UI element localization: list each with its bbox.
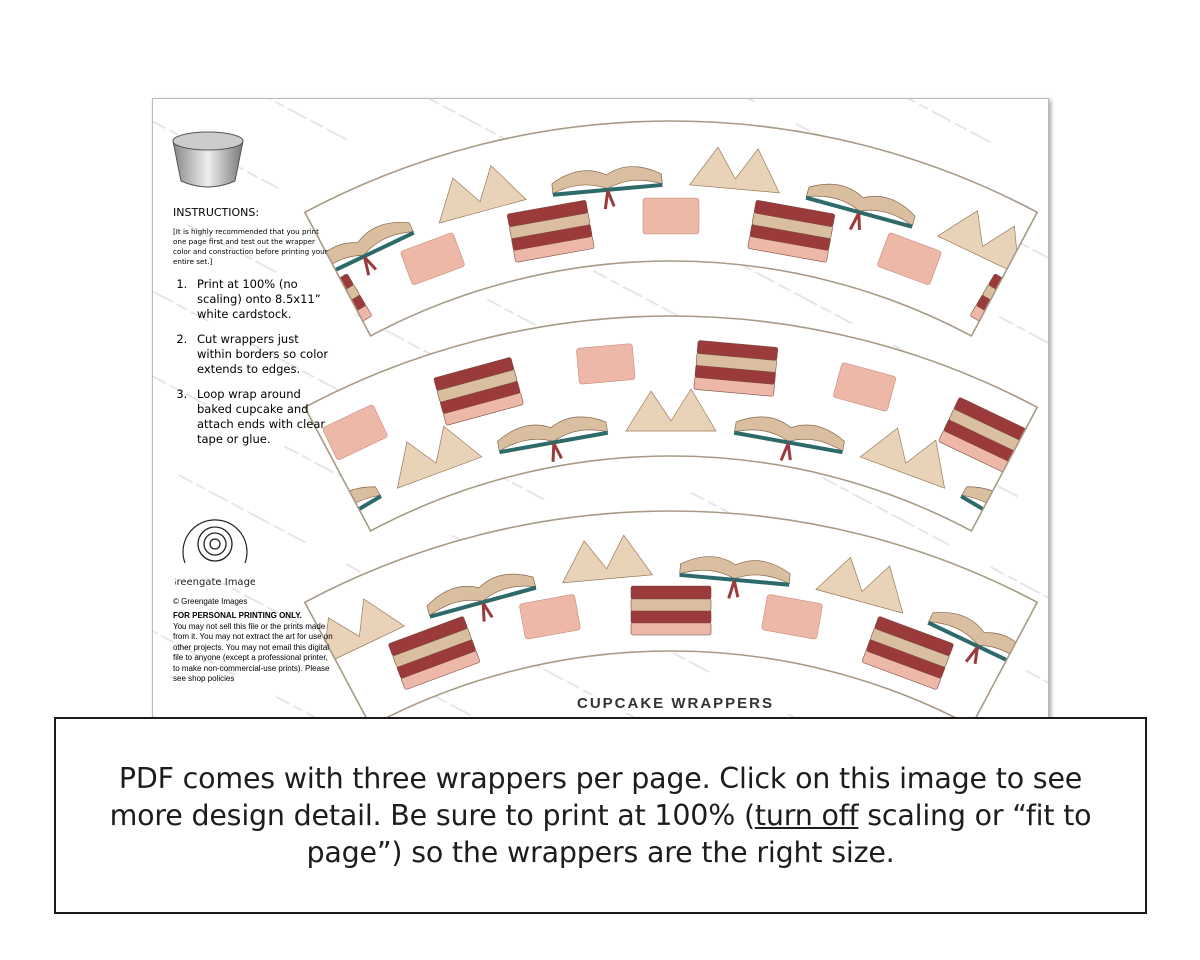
book-illustration	[388, 616, 480, 690]
wrapper-cut-line	[303, 120, 1039, 337]
book-illustration	[438, 164, 527, 224]
book-illustration	[693, 340, 778, 397]
book-illustration	[625, 388, 717, 432]
instructions-steps: Print at 100% (no scaling) onto 8.5x11” …	[173, 277, 331, 457]
book-illustration	[862, 616, 954, 690]
book-illustration	[322, 404, 388, 460]
book-illustration	[433, 357, 524, 426]
book-illustration	[815, 556, 904, 614]
sheet-footer-title: CUPCAKE WRAPPERS	[573, 695, 779, 713]
wrapper-cut-line	[303, 510, 1039, 718]
book-illustration	[833, 362, 896, 412]
book-illustration	[761, 594, 823, 640]
book-illustration	[936, 210, 1020, 276]
book-illustration	[733, 416, 845, 462]
book-illustration	[309, 221, 415, 282]
book-illustration	[426, 573, 537, 622]
cupcake-wrapper-icon	[172, 131, 244, 188]
turn-off-link: turn off	[754, 799, 859, 832]
book-illustration	[497, 416, 609, 462]
wrapper-artwork	[303, 120, 1039, 718]
book-illustration	[576, 343, 636, 385]
book-illustration	[679, 556, 791, 599]
svg-text:Greengate Images: Greengate Images	[175, 577, 255, 588]
info-caption-box: PDF comes with three wrappers per page. …	[54, 717, 1147, 914]
instructions-title: INSTRUCTIONS:	[173, 206, 260, 219]
book-illustration	[877, 232, 942, 285]
book-illustration	[396, 425, 483, 489]
book-illustration	[400, 232, 465, 285]
step-1: Print at 100% (no scaling) onto 8.5x11” …	[191, 277, 331, 322]
instructions-note: [It is highly recommended that you print…	[173, 227, 328, 266]
step-2: Cut wrappers just within borders so colo…	[191, 332, 331, 377]
book-illustration	[519, 594, 581, 640]
legal-text: You may not sell this file or the prints…	[173, 621, 333, 684]
book-illustration	[562, 534, 654, 584]
book-illustration	[322, 598, 406, 666]
book-illustration	[747, 200, 835, 263]
book-illustration	[805, 183, 916, 231]
caption-text-before: PDF comes with three wrappers per page. …	[109, 762, 1083, 832]
caption-text-after: scaling or “fit to page”) so the wrapper…	[306, 799, 1092, 869]
wrapper-3	[304, 511, 1038, 718]
greengate-logo: Greengate Images	[175, 519, 255, 588]
book-illustration	[630, 585, 712, 636]
step-3: Loop wrap around baked cupcake and attac…	[191, 387, 331, 447]
book-illustration	[551, 166, 663, 210]
copyright: © Greengate Images	[173, 597, 248, 606]
caption-text: PDF comes with three wrappers per page. …	[81, 760, 1121, 871]
legal-notice: FOR PERSONAL PRINTING ONLY. You may not …	[173, 611, 333, 685]
printable-sheet-preview[interactable]: INSTRUCTIONS: [It is highly recommended …	[152, 98, 1049, 719]
book-illustration	[859, 427, 946, 489]
book-illustration	[642, 197, 700, 235]
book-illustration	[507, 200, 595, 263]
legal-heading: FOR PERSONAL PRINTING ONLY.	[173, 611, 302, 620]
wrapper-cut-line	[303, 315, 1039, 532]
book-illustration	[688, 146, 780, 194]
book-illustration	[938, 397, 1032, 476]
